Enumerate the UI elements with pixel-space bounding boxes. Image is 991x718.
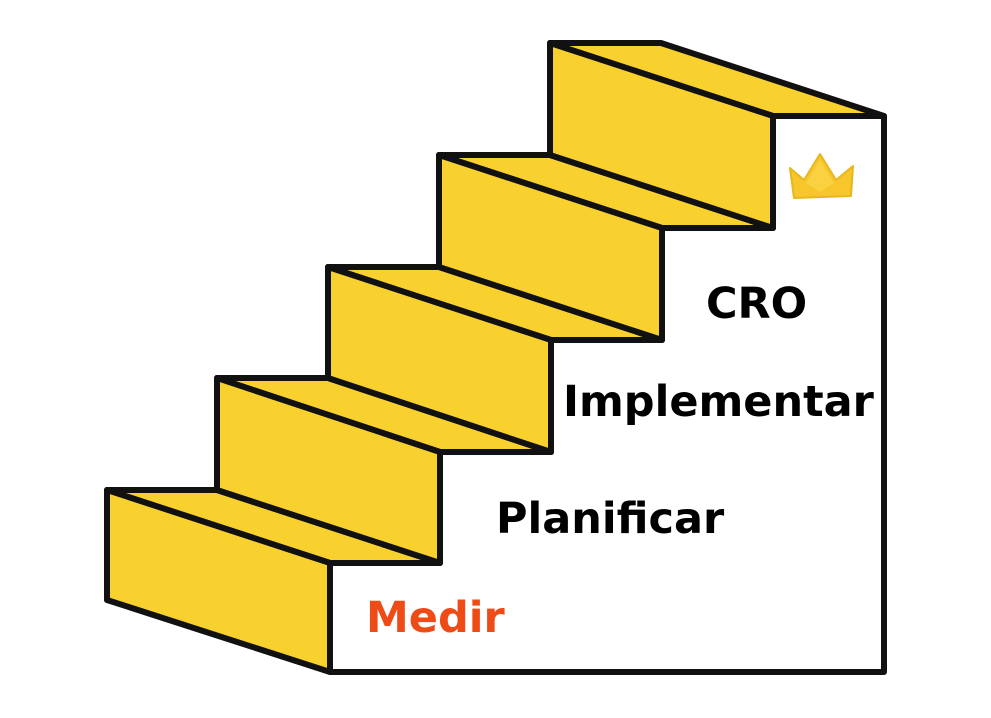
- step-1-riser: [104, 487, 333, 675]
- step-label-cro: CRO: [706, 279, 807, 329]
- step-4-riser: [436, 152, 665, 343]
- step-1: [104, 487, 443, 675]
- step-5: [547, 40, 887, 231]
- step-3-riser: [325, 264, 554, 455]
- step-label-plan: Planificar: [496, 494, 725, 544]
- step-label-measure: Medir: [366, 593, 505, 643]
- step-4: [436, 152, 776, 343]
- step-5-riser: [547, 40, 776, 231]
- crown-icon: [789, 153, 854, 199]
- step-label-implement: Implementar: [563, 377, 875, 427]
- step-2-riser: [214, 375, 443, 566]
